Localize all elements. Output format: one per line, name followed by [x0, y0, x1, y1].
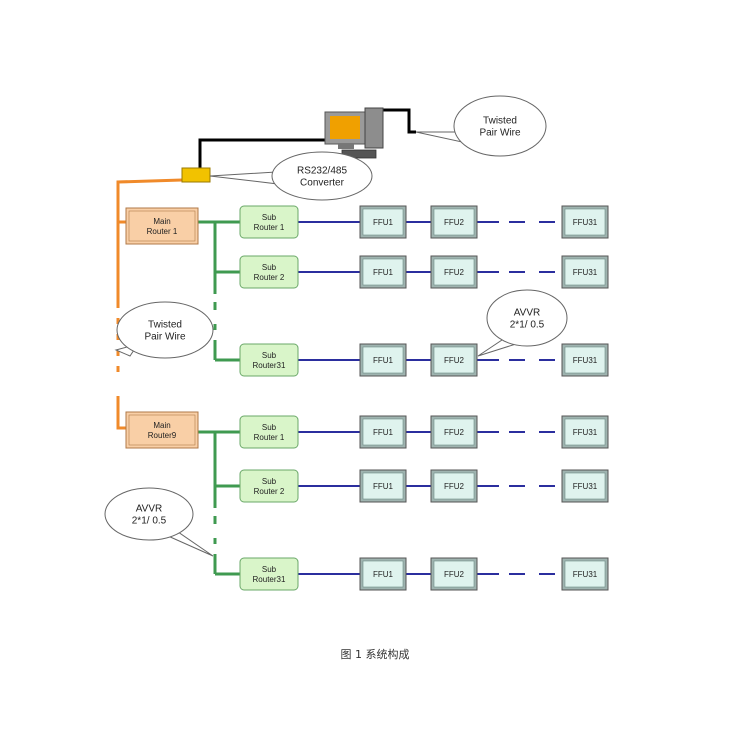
ffu-label: FFU2 [444, 268, 465, 277]
sub-router-box [239, 557, 299, 591]
ffu-label: FFU31 [573, 482, 598, 491]
ffu-box [433, 258, 475, 286]
sub-router-box [239, 255, 299, 289]
ffu-label: FFU1 [373, 570, 394, 579]
ffu-label: FFU31 [573, 268, 598, 277]
ffu-box [433, 346, 475, 374]
ffu-box [564, 560, 606, 588]
main-router-box [125, 411, 199, 449]
callout-tail [209, 171, 279, 185]
ffu-label: FFU2 [444, 218, 465, 227]
ffu-box [362, 560, 404, 588]
callout-bubble [486, 289, 568, 347]
computer-to-converter-wire [198, 138, 332, 168]
callout-bubble [453, 95, 547, 157]
sub-router-box [239, 469, 299, 503]
ffu-label: FFU2 [444, 570, 465, 579]
ffu-box [362, 472, 404, 500]
ffu-label: FFU31 [573, 356, 598, 365]
ffu-label: FFU1 [373, 218, 394, 227]
orange-trunk-top [116, 178, 183, 302]
computer-screen [330, 116, 360, 139]
converter-icon [181, 167, 211, 183]
twisted-pair-wire-top [380, 108, 416, 134]
ffu-label: FFU31 [573, 428, 598, 437]
main-router-inner [128, 210, 196, 242]
ffu-box [564, 346, 606, 374]
ffu-box [564, 258, 606, 286]
ffu-box [362, 258, 404, 286]
callout-bubble [271, 151, 373, 201]
ffu-box [362, 208, 404, 236]
main-router-inner [128, 414, 196, 446]
main-router-box [125, 207, 199, 245]
sub-router-box [239, 205, 299, 239]
ffu-label: FFU1 [373, 356, 394, 365]
computer-tower-icon [364, 107, 384, 149]
ffu-label: FFU2 [444, 482, 465, 491]
ffu-label: FFU31 [573, 570, 598, 579]
sub-router-box [239, 343, 299, 377]
ffu-label: FFU2 [444, 428, 465, 437]
ffu-label: FFU1 [373, 482, 394, 491]
ffu-box [362, 346, 404, 374]
ffu-box [433, 472, 475, 500]
ffu-label: FFU1 [373, 268, 394, 277]
ffu-box [362, 418, 404, 446]
callout-bubble [116, 301, 214, 359]
callout-bubble [104, 487, 194, 541]
wires-layer [116, 108, 556, 576]
sub-router-box [239, 415, 299, 449]
ffu-box [433, 208, 475, 236]
figure-caption: 图 1 系统构成 [340, 648, 410, 661]
ffu-box [564, 208, 606, 236]
orange-trunk-bottom [116, 396, 126, 430]
ffu-box [433, 560, 475, 588]
computer-stand [338, 144, 354, 149]
ffu-box [564, 472, 606, 500]
ffu-box [564, 418, 606, 446]
ffu-box [433, 418, 475, 446]
ffu-label: FFU2 [444, 356, 465, 365]
ffu-label: FFU31 [573, 218, 598, 227]
ffu-label: FFU1 [373, 428, 394, 437]
